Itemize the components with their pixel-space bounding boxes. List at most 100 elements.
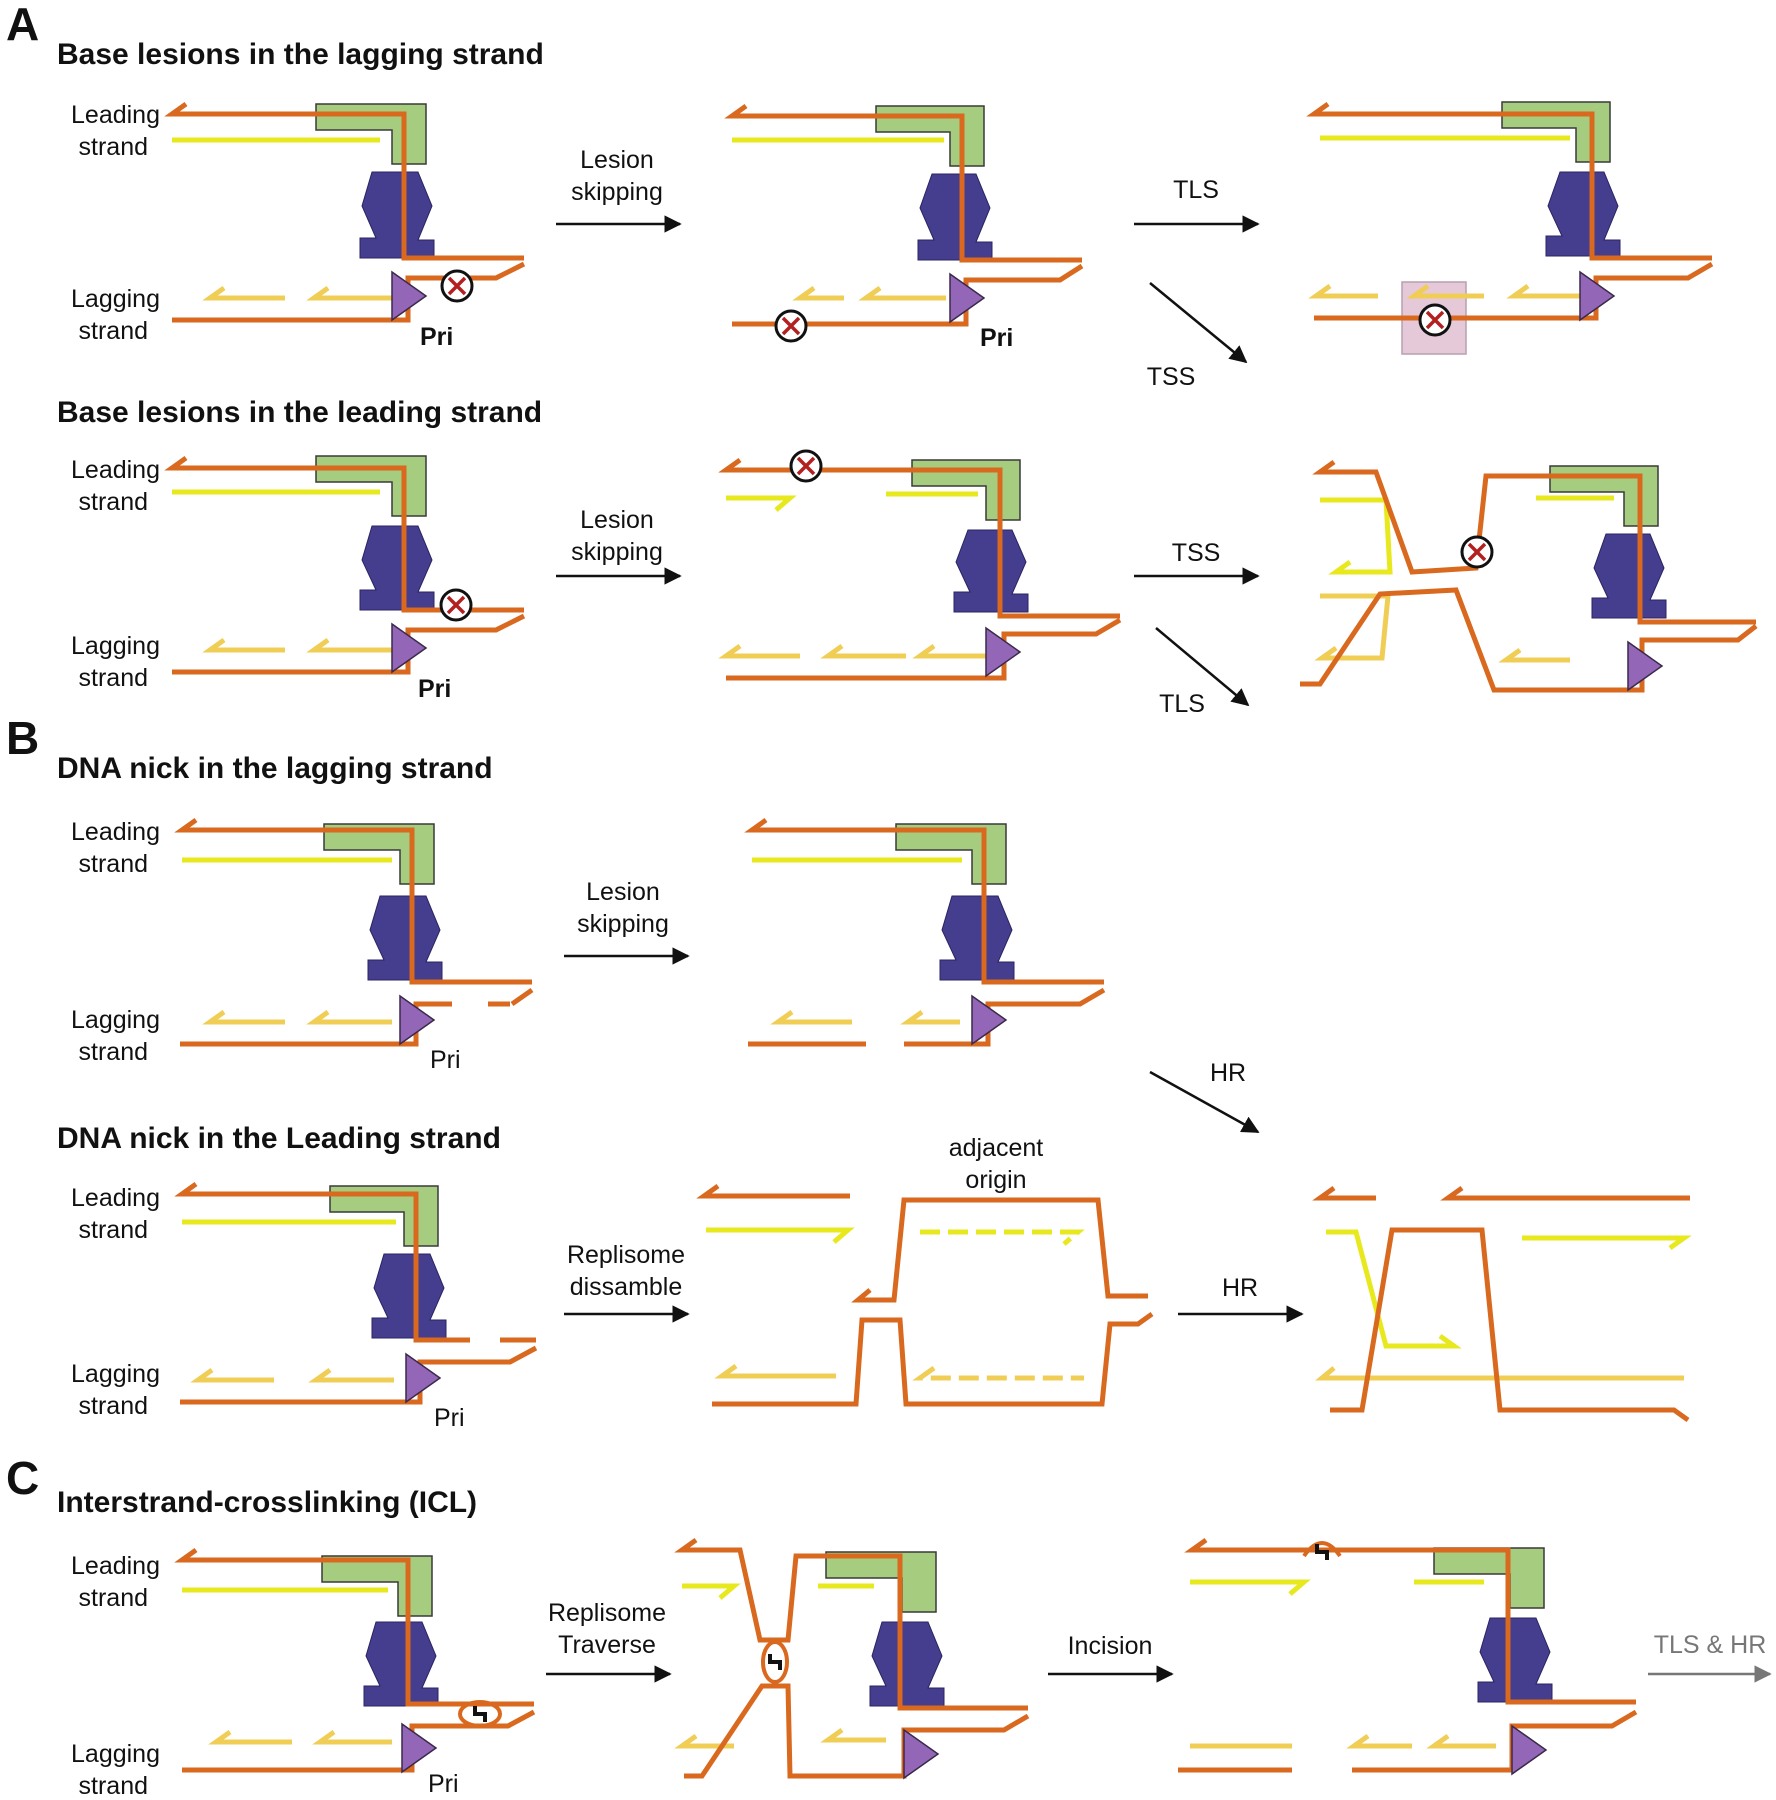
polymerase-complex bbox=[315, 455, 427, 517]
lagging-okazaki-fragment bbox=[820, 643, 906, 659]
polymerase-complex bbox=[1501, 101, 1611, 163]
polymerase-complex bbox=[875, 105, 985, 167]
lagging-okazaki-fragment bbox=[718, 643, 800, 659]
primase-label: Pri bbox=[980, 324, 1013, 352]
primase-label: Pri bbox=[418, 675, 451, 703]
parental-strand bbox=[851, 1197, 1148, 1303]
lagging-okazaki-fragment bbox=[306, 1009, 392, 1025]
dna-graphics bbox=[164, 101, 1758, 1780]
parental-strand bbox=[718, 457, 1120, 619]
leading-strand-label: strand bbox=[79, 1584, 148, 1612]
title-base-lesion-leading: Base lesions in the leading strand bbox=[57, 396, 542, 429]
polymerase-complex bbox=[323, 823, 435, 885]
lagging-okazaki-fragment bbox=[912, 643, 990, 659]
lagging-strand-label: strand bbox=[79, 1392, 148, 1420]
lagging-okazaki-fragment bbox=[792, 285, 844, 301]
leading-nascent-strand bbox=[1326, 1229, 1462, 1349]
parental-strand bbox=[180, 1345, 538, 1405]
interstrand-crosslink-icon bbox=[1302, 1541, 1342, 1560]
polymerase-complex bbox=[315, 103, 427, 165]
parental-strand bbox=[182, 1709, 536, 1773]
panel-letter-c: C bbox=[6, 1452, 39, 1504]
primase-label: Pri bbox=[430, 1046, 461, 1074]
polymerase-complex bbox=[1433, 1547, 1545, 1609]
fork-template-switch bbox=[1300, 459, 1758, 693]
parental-strand bbox=[712, 1311, 1154, 1407]
leading-strand-label: Leading bbox=[71, 818, 160, 846]
collapsed-fork-adjacent-origin bbox=[696, 1183, 1154, 1407]
leading-strand-label: strand bbox=[79, 1216, 148, 1244]
fork-nick-leading bbox=[174, 1181, 538, 1405]
primase bbox=[399, 994, 436, 1046]
process-arrow bbox=[1149, 1070, 1260, 1134]
fork-leading-after-skipping bbox=[718, 449, 1122, 681]
parental-strand bbox=[1300, 587, 1758, 693]
lagging-okazaki-fragment bbox=[858, 285, 946, 301]
helicase bbox=[1477, 1617, 1553, 1703]
pathway-arrow-labels: Lesion skipping TLS TSS Lesion skipping … bbox=[548, 146, 1766, 1660]
parental-strand bbox=[696, 1183, 850, 1199]
hr-label: HR bbox=[1210, 1059, 1246, 1087]
leading-nascent-strand bbox=[1522, 1235, 1692, 1251]
primase bbox=[391, 270, 428, 322]
lagging-okazaki-fragment bbox=[208, 1729, 292, 1745]
parental-strand bbox=[172, 261, 526, 323]
leading-nascent-strand bbox=[726, 495, 797, 512]
lesion-skipping-label: skipping bbox=[571, 538, 663, 566]
fork-nick-lagging-after bbox=[744, 817, 1106, 1047]
primase bbox=[1579, 270, 1616, 322]
parental-strand bbox=[1312, 1185, 1376, 1201]
primase bbox=[903, 1728, 940, 1780]
lesion-skipping-label: Lesion bbox=[580, 506, 654, 534]
polymerase-complex bbox=[329, 1185, 439, 1247]
process-arrow bbox=[1149, 282, 1248, 364]
hr-label: HR bbox=[1222, 1274, 1258, 1302]
leading-nascent-strand bbox=[1320, 497, 1393, 575]
parental-strand bbox=[174, 1547, 534, 1707]
base-lesion-icon bbox=[789, 449, 823, 483]
incision-label: Incision bbox=[1068, 1632, 1153, 1660]
primase bbox=[971, 994, 1008, 1046]
base-lesion-icon bbox=[1418, 303, 1452, 337]
lagging-nascent-strand bbox=[1315, 1366, 1684, 1381]
lagging-okazaki-fragment bbox=[1506, 283, 1580, 299]
polymerase-complex bbox=[825, 1551, 937, 1613]
primase-label: Pri bbox=[420, 323, 453, 351]
lagging-okazaki-fragment bbox=[202, 1009, 285, 1025]
fork-leading-lesion bbox=[164, 455, 526, 675]
lagging-okazaki-fragment bbox=[900, 1009, 960, 1025]
parental-strand bbox=[1330, 1227, 1690, 1423]
lagging-okazaki-fragment bbox=[1498, 647, 1570, 663]
leading-strand-label: Leading bbox=[71, 1552, 160, 1580]
fork-icl bbox=[174, 1547, 536, 1774]
lagging-okazaki-fragment bbox=[820, 1727, 886, 1743]
parental-strand bbox=[684, 1683, 1030, 1779]
parental-strand bbox=[724, 103, 1082, 263]
replisome-dissamble-label: Replisome bbox=[567, 1241, 685, 1269]
base-lesion-icon bbox=[774, 309, 808, 343]
adjacent-origin-label: origin bbox=[965, 1166, 1026, 1194]
fork-icl-traverse bbox=[674, 1537, 1030, 1780]
lagging-okazaki-fragment bbox=[190, 1367, 274, 1383]
title-icl: Interstrand-crosslinking (ICL) bbox=[57, 1486, 477, 1519]
fork-icl-incision bbox=[1178, 1537, 1638, 1776]
primase-label: Pri bbox=[434, 1404, 465, 1432]
tls-label: TLS bbox=[1173, 176, 1219, 204]
lesion-skipping-label: skipping bbox=[577, 910, 669, 938]
lagging-okazaki-fragment bbox=[1346, 1733, 1412, 1749]
lagging-strand-label: Lagging bbox=[71, 1740, 160, 1768]
title-nick-lagging: DNA nick in the lagging strand bbox=[57, 752, 493, 785]
polymerase-complex bbox=[321, 1555, 433, 1617]
replisome-traverse-label: Replisome bbox=[548, 1599, 666, 1627]
interstrand-crosslink-icon bbox=[761, 1640, 789, 1684]
title-base-lesion-lagging: Base lesions in the lagging strand bbox=[57, 38, 544, 71]
base-lesion-icon bbox=[439, 588, 473, 622]
lagging-strand-label: strand bbox=[79, 1772, 148, 1800]
leading-strand-label: strand bbox=[79, 133, 148, 161]
leading-strand-label: Leading bbox=[71, 1184, 160, 1212]
primase bbox=[401, 1722, 438, 1774]
parental-strand bbox=[744, 817, 1104, 985]
lagging-strand-label: Lagging bbox=[71, 632, 160, 660]
fork-after-tls bbox=[1306, 101, 1714, 355]
helicase bbox=[869, 1621, 945, 1707]
